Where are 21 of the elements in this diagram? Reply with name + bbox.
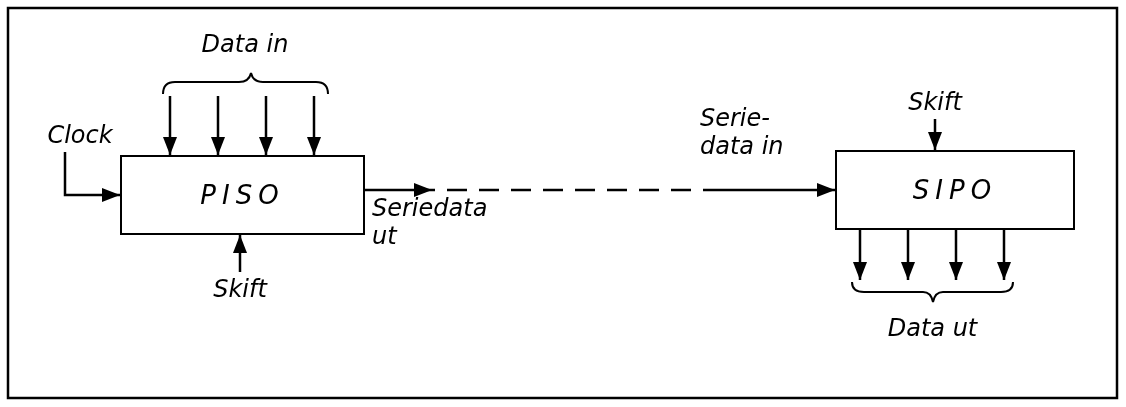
- signal-label: Serie- data in: [700, 104, 785, 160]
- arrow: [901, 230, 915, 280]
- signal-label: Skift: [880, 85, 990, 119]
- signal-label: Data ut: [887, 314, 978, 342]
- arrow: [307, 96, 321, 155]
- signal-label: Data in: [201, 30, 289, 58]
- arrow: [365, 183, 835, 197]
- arrow: [211, 96, 225, 155]
- arrow: [63, 152, 120, 202]
- arrow: [163, 96, 177, 155]
- signal-label: Seriedata ut: [372, 194, 489, 250]
- arrow: [233, 235, 247, 272]
- arrow: [997, 230, 1011, 280]
- arrow: [853, 230, 867, 280]
- signal-label: Skift: [190, 272, 290, 306]
- arrow: [949, 230, 963, 280]
- register-block: PISO: [120, 155, 365, 235]
- register-block: SIPO: [835, 150, 1075, 230]
- arrow: [259, 96, 273, 155]
- signal-label: Clock: [30, 118, 130, 152]
- arrow: [928, 119, 942, 150]
